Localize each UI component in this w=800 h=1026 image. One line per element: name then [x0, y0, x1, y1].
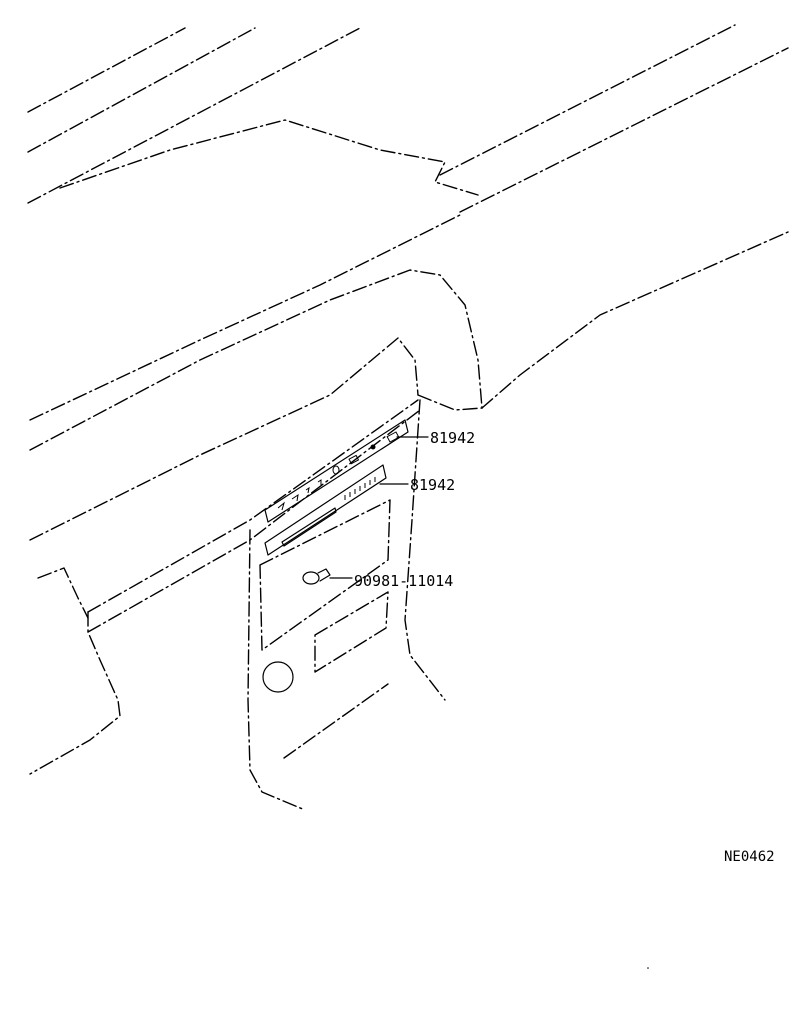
- callout-81942-upper: 81942: [430, 429, 475, 447]
- bulb-icon: [302, 568, 331, 585]
- slider-ticks: [344, 477, 376, 500]
- switch-panel-upper: [264, 419, 409, 523]
- callout-90981-11014: 90981-11014: [354, 572, 453, 590]
- callout-81942-lower: 81942: [410, 476, 455, 494]
- switch-panel-lower: [264, 464, 387, 556]
- windshield-right-outline: [439, 24, 789, 409]
- windshield-outline: [27, 27, 479, 204]
- knob-icon: [262, 661, 294, 693]
- center-console: [247, 399, 446, 811]
- switch-symbols: [277, 431, 400, 511]
- leader-lines: [329, 436, 429, 579]
- dashboard-top-surface: [29, 214, 483, 541]
- figure-code: NE0462: [724, 849, 775, 865]
- stray-dot: [647, 967, 649, 969]
